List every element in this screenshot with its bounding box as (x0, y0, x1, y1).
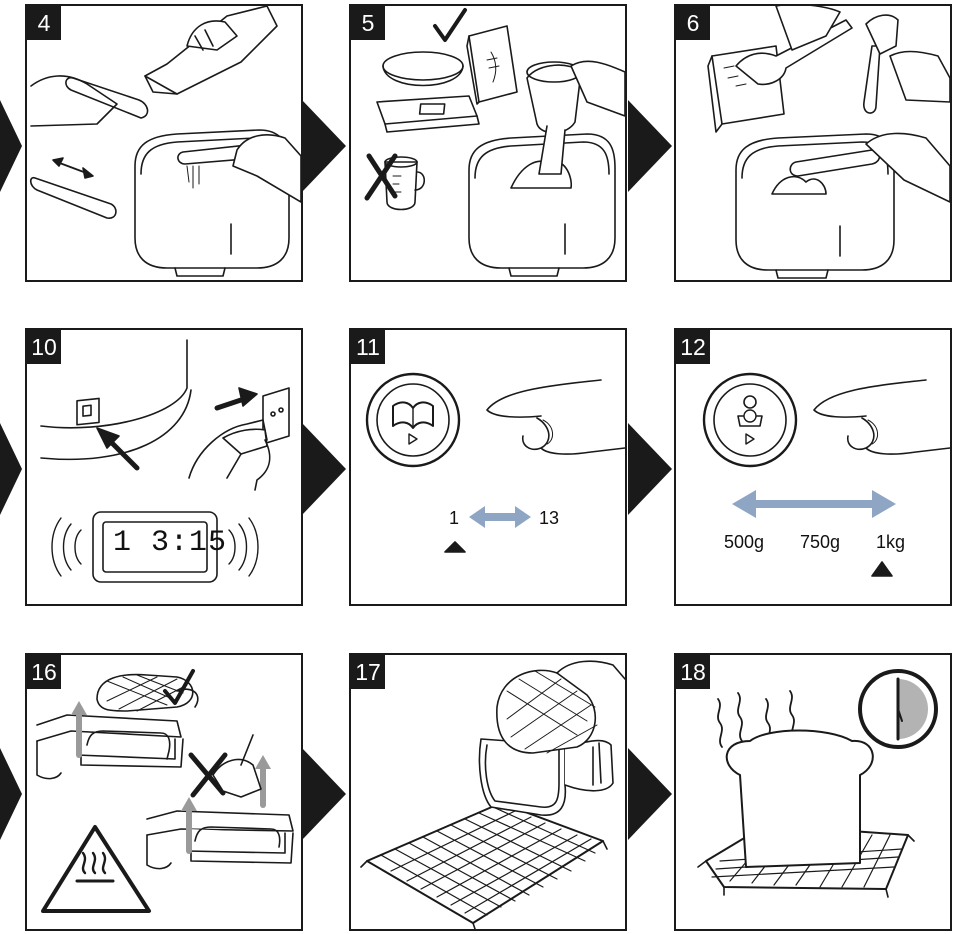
weight-label: 1kg (876, 532, 906, 552)
step-number: 16 (27, 655, 61, 689)
unmold-bread-illustration (360, 660, 625, 929)
step-panel-11: 1 13 11 (349, 328, 627, 606)
play-icon (745, 433, 755, 445)
cooling-rack-icon (360, 802, 608, 929)
next-step-arrow (628, 748, 672, 840)
step-panel-6: 6 (674, 4, 952, 282)
step-panel-16: 16 (25, 653, 303, 931)
play-icon (408, 433, 418, 445)
step-number: 11 (351, 330, 385, 364)
remove-pan-illustration (36, 669, 294, 913)
continuation-arrow-left (0, 423, 22, 515)
next-step-arrow (302, 423, 346, 515)
hot-surface-warning-icon (41, 825, 151, 913)
range-double-arrow (469, 506, 531, 528)
add-yeast-illustration (707, 6, 950, 279)
step-number: 12 (676, 330, 710, 364)
step-panel-10: 1 3:15 10 (25, 328, 303, 606)
book-icon (392, 401, 434, 429)
step-number: 6 (676, 6, 710, 40)
step-number: 17 (351, 655, 385, 689)
step-panel-12: 500g 750g 1kg 12 (674, 328, 952, 606)
select-weight-illustration (702, 372, 950, 577)
range-end-label: 13 (539, 508, 560, 528)
cross-icon (364, 153, 398, 201)
next-step-arrow (302, 100, 346, 192)
step-number: 5 (351, 6, 385, 40)
continuation-arrow-left (0, 100, 22, 192)
cross-icon (188, 752, 228, 798)
step-panel-5: 5 (349, 4, 627, 282)
step-panel-17: 17 (349, 653, 627, 931)
weight-label: 500g (724, 532, 765, 552)
clock-icon (858, 669, 938, 749)
step-number: 4 (27, 6, 61, 40)
cool-bread-illustration (697, 669, 938, 898)
add-water-illustration (29, 6, 301, 277)
display-time: 1 3:15 (113, 526, 228, 560)
range-start-label: 1 (449, 508, 460, 528)
next-step-arrow (302, 748, 346, 840)
next-step-arrow (628, 100, 672, 192)
step-panel-4: 4 (25, 4, 303, 282)
power-on-illustration (40, 339, 290, 583)
step-panel-18: 18 (674, 653, 952, 931)
step-number: 10 (27, 330, 61, 364)
scale-icon (737, 395, 763, 427)
select-program-illustration (365, 372, 625, 553)
bread-loaf-icon (725, 729, 874, 868)
continuation-arrow-left (0, 748, 22, 840)
step-number: 18 (676, 655, 710, 689)
next-step-arrow (628, 423, 672, 515)
check-icon (163, 669, 195, 705)
weight-label: 750g (800, 532, 841, 552)
check-icon (433, 8, 467, 42)
weigh-flour-illustration (364, 8, 625, 277)
